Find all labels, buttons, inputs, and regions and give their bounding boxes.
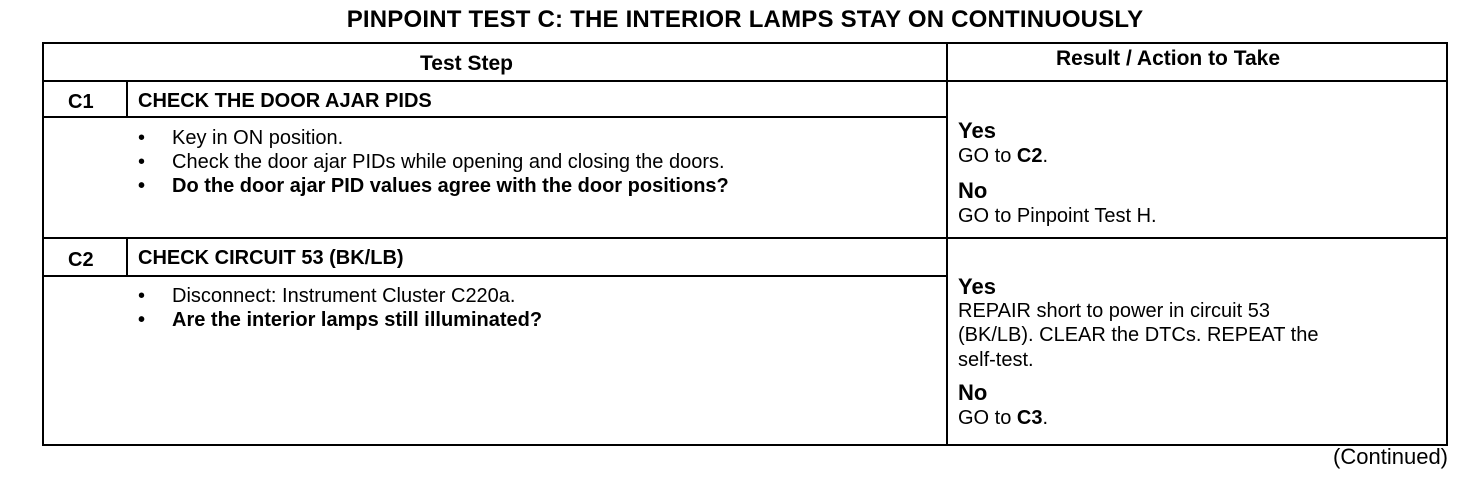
table-border-right [1446,42,1448,446]
result-yes-label: Yes [958,118,996,143]
table-border-bottom [42,444,1448,446]
result-yes-action: GO to C2. [958,145,1049,167]
result-no-action: GO to Pinpoint Test H. [958,205,1157,227]
result-yes-label: Yes [958,274,996,299]
continued-note: (Continued) [1333,444,1448,469]
step-id-c1: C1 [68,91,94,113]
header-result: Result / Action to Take [1056,47,1281,70]
list-item: • Key in ON position. [138,126,729,150]
instruction-question: Are the interior lamps still illuminated… [172,309,543,331]
result-yes-action-line: self-test. [958,349,1034,371]
row-divider [42,237,1448,239]
instruction-question: Do the door ajar PID values agree with t… [172,175,729,197]
instruction-text: Check the door ajar PIDs while opening a… [172,151,725,173]
result-yes-action-line: (BK/LB). CLEAR the DTCs. REPEAT the [958,324,1319,346]
c1-id-divider [126,82,128,116]
table-border-left [42,42,44,446]
column-divider [946,42,948,446]
step-title-c2: CHECK CIRCUIT 53 (BK/LB) [138,247,404,269]
bullet-icon: • [138,175,146,197]
list-item: • Are the interior lamps still illuminate… [138,308,542,332]
step-title-c1: CHECK THE DOOR AJAR PIDS [138,90,432,112]
result-no-label: No [958,380,988,405]
header-test-step: Test Step [420,52,513,75]
list-item: • Check the door ajar PIDs while opening … [138,150,729,174]
instruction-text: Disconnect: Instrument Cluster C220a. [172,285,516,307]
list-item: • Do the door ajar PID values agree with … [138,174,729,198]
result-c1: Yes GO to C2. No GO to Pinpoint Test H. [958,118,1440,228]
page-title: PINPOINT TEST C: THE INTERIOR LAMPS STAY… [346,6,1144,33]
c1-title-divider [42,116,946,118]
instruction-text: Key in ON position. [172,127,344,149]
c2-title-divider [42,275,946,277]
bullet-icon: • [138,151,146,173]
step-c2-instructions: • Disconnect: Instrument Cluster C220a. •… [138,284,542,332]
c2-id-divider [126,239,128,275]
step-c1-instructions: • Key in ON position. • Check the door aja… [138,126,729,198]
pinpoint-test-table: Test Step Result / Action to Take C1 CHE… [42,42,1448,446]
result-no-label: No [958,178,988,203]
bullet-icon: • [138,127,146,149]
list-item: • Disconnect: Instrument Cluster C220a. [138,284,542,308]
result-c2: Yes REPAIR short to power in circuit 53 … [958,274,1440,430]
header-divider [42,80,1448,82]
bullet-icon: • [138,309,146,331]
bullet-icon: • [138,285,146,307]
result-no-action: GO to C3. [958,407,1049,429]
table-border-top [42,42,1448,44]
step-id-c2: C2 [68,249,94,271]
result-yes-action-line: REPAIR short to power in circuit 53 [958,300,1270,322]
